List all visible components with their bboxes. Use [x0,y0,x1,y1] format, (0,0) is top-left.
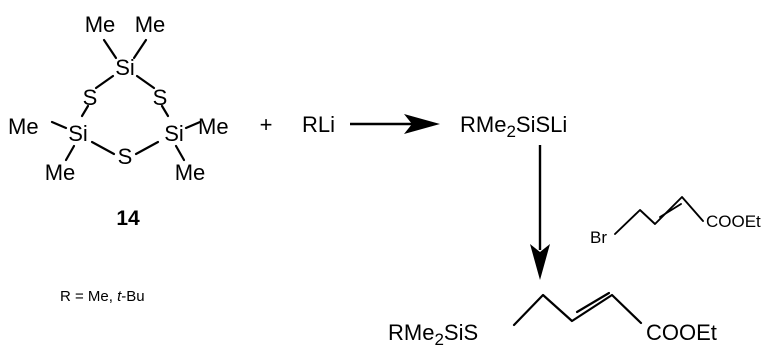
r-definition: R = Me, t-Bu [60,288,145,305]
bond-s-bottom-si-right [134,140,160,156]
atom-s-right: S [153,85,168,110]
bond-si-top-s-right [135,74,156,90]
bromide-reagent: Br COOEt [590,196,761,247]
bond-me-si-top-right [132,38,148,60]
r-definition-prefix: R = Me, [60,288,117,305]
bond-si-top-s-left [94,74,115,90]
product-silyl-sulfide: RMe2SiS [388,320,478,349]
atom-me-right: Me [198,114,229,139]
atom-s-bottom: S [118,144,133,169]
atom-s-left: S [83,85,98,110]
atom-me-bottom-left: Me [45,160,76,185]
bond-si-right-me [184,120,202,130]
bromide-double-bond [659,203,682,218]
product-structure: RMe2SiS COOEt [388,291,717,349]
reagent-rli: RLi [302,112,335,137]
atom-si-right: Si [164,121,184,146]
atom-me-bottom-right: Me [175,160,206,185]
atom-si-left: Si [68,121,88,146]
r-definition-suffix: -Bu [121,288,144,305]
product-double-bond [575,291,611,314]
bond-si-left-me-bottom [64,144,76,162]
product-rme: RMe [388,320,434,345]
intermediate-subscript: 2 [506,122,515,141]
bond-s-right-si-right [160,104,170,118]
plus-sign: + [260,112,273,137]
cyclotrisilathiane-structure: Me Me Si S S Me Si Si Me S Me Me 14 [8,12,229,230]
intermediate-rest: SiSLi [516,112,567,137]
atom-si-top: Si [115,55,135,80]
product-chain [512,293,643,327]
reaction-arrow-vertical [530,145,550,280]
bromide-br: Br [590,228,607,247]
reaction-arrow-horizontal [350,114,440,134]
intermediate-rme: RMe [460,112,506,137]
compound-label-14: 14 [116,207,140,230]
intermediate-silylthiolate: RMe2SiSLi [460,112,567,141]
r-definition-italic: t [117,288,122,305]
bromide-ester: COOEt [706,212,761,231]
atom-me-left: Me [8,114,39,139]
bond-si-right-me-bottom [174,144,186,162]
bond-me-si-top-left [102,38,118,60]
bond-me-si-left [50,120,68,130]
product-rest: SiS [444,320,478,345]
bond-si-left-s-bottom [90,140,116,156]
product-subscript: 2 [434,330,443,349]
product-ester: COOEt [646,320,717,345]
atom-me-top-left: Me [85,12,116,37]
atom-me-top-right: Me [135,12,166,37]
bromide-chain [614,196,704,235]
bond-s-left-si-left [80,104,90,118]
